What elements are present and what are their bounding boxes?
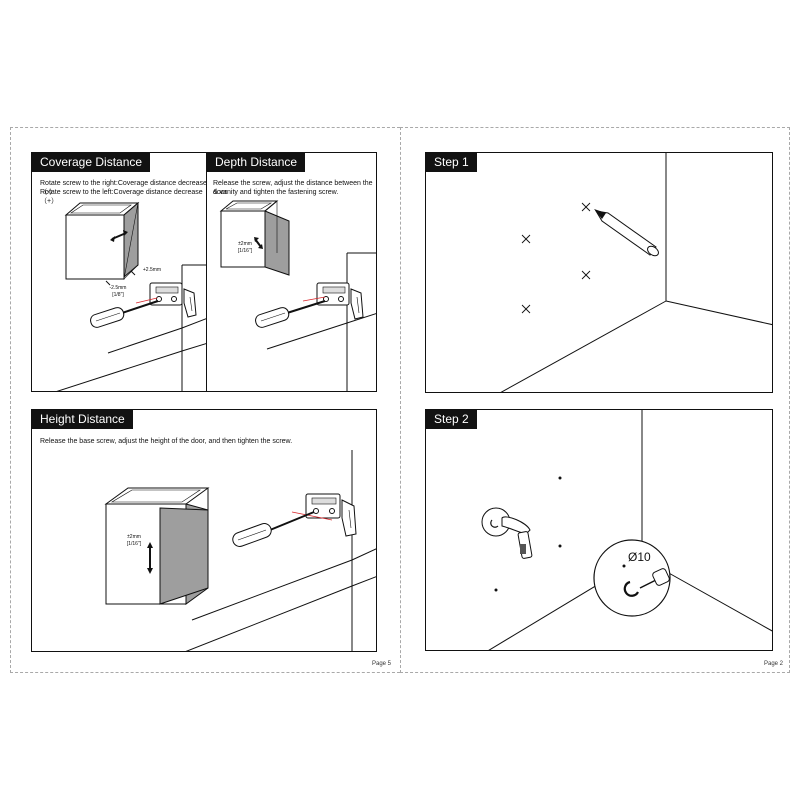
step1-panel: Step 1 — [425, 152, 773, 393]
coverage-dim-minus-inch: [1/8"] — [112, 292, 124, 298]
step1-title: Step 1 — [426, 153, 477, 172]
left-page: Coverage Distance Rotate screw to the ri… — [10, 127, 400, 673]
height-illustration — [104, 450, 376, 651]
height-distance-panel: Height Distance Release the base screw, … — [31, 409, 377, 652]
coverage-instruction-1: Rotate screw to the right:Coverage dista… — [40, 180, 207, 196]
drill-icon — [501, 516, 533, 559]
coverage-distance-panel: Coverage Distance Rotate screw to the ri… — [31, 152, 207, 392]
left-page-number: Page 5 — [372, 661, 392, 667]
depth-distance-panel: Depth Distance Release the screw, adjust… — [206, 152, 377, 392]
coverage-dim-plus: +2.5mm — [142, 267, 162, 273]
drill-size-label: Ø10 — [628, 550, 651, 564]
height-distance-title: Height Distance — [32, 410, 133, 429]
coverage-distance-title: Coverage Distance — [32, 153, 151, 172]
coverage-dim-minus: -2.5mm — [109, 285, 127, 291]
height-dim-inch: [1/16"] — [126, 541, 142, 547]
step2-title: Step 2 — [426, 410, 477, 429]
mark-x — [521, 202, 591, 314]
depth-instruction-1: Release the screw, adjust the distance b… — [213, 180, 373, 196]
coverage-instruction-2: Rotate screw to the left:Coverage distan… — [40, 189, 203, 205]
coverage-illustration — [56, 201, 206, 391]
depth-instruction-2: & vanity and tighten the fastening screw… — [213, 189, 339, 196]
depth-distance-title: Depth Distance — [207, 153, 306, 172]
height-instruction: Release the base screw, adjust the heigh… — [40, 438, 293, 445]
depth-illustration — [219, 200, 376, 391]
depth-dim: ±2mm — [238, 241, 252, 247]
step2-illustration — [481, 410, 772, 650]
step2-panel: Step 2 Ø10 — [425, 409, 773, 651]
step1-illustration — [500, 153, 772, 392]
pencil-icon — [594, 209, 659, 257]
height-dim: ±2mm — [127, 534, 141, 540]
depth-dim-inch: [1/16"] — [237, 248, 253, 254]
right-page: Step 1 Step 2 — [400, 127, 790, 673]
right-page-number: Page 2 — [764, 661, 784, 667]
